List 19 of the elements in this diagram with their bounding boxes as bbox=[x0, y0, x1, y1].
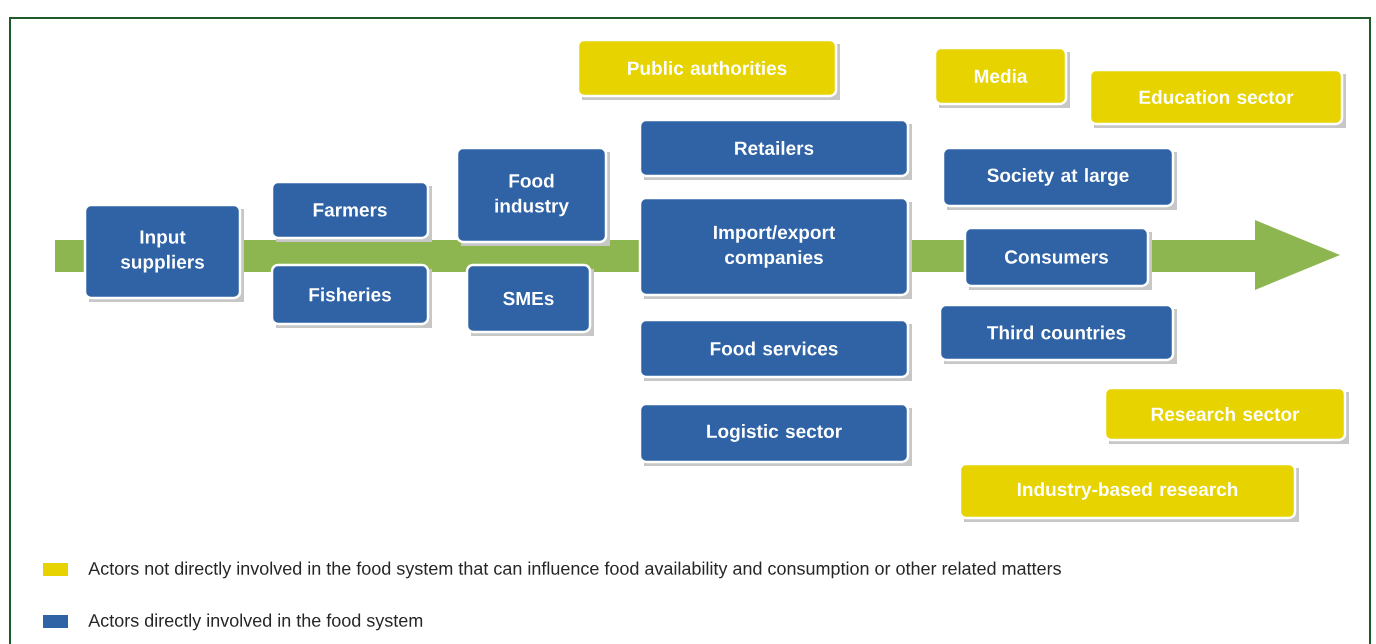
actor-box: Research sector bbox=[1103, 386, 1349, 444]
actor-box: Logistic sector bbox=[638, 402, 912, 466]
actor-box: Society at large bbox=[941, 146, 1177, 210]
actor-box: Import/export companies bbox=[638, 196, 912, 299]
legend-text: Actors not directly involved in the food system that can influence food availability and consumption or other related matters bbox=[88, 561, 1061, 579]
actor-box: SMEs bbox=[465, 263, 594, 336]
actor-box: Third countries bbox=[938, 303, 1177, 364]
actor-box: Input suppliers bbox=[83, 203, 244, 302]
actor-box: Media bbox=[933, 46, 1070, 108]
actor-box: Public authorities bbox=[576, 38, 840, 100]
actor-box: Food services bbox=[638, 318, 912, 381]
actor-box: Food industry bbox=[455, 146, 610, 246]
actor-box: Industry-based research bbox=[958, 462, 1299, 522]
actor-box: Fisheries bbox=[270, 263, 432, 328]
actor-box: Education sector bbox=[1088, 68, 1346, 128]
legend-text: Actors directly involved in the food system bbox=[88, 613, 423, 631]
actor-box: Retailers bbox=[638, 118, 912, 180]
actor-box: Farmers bbox=[270, 180, 432, 242]
actor-box: Consumers bbox=[963, 226, 1152, 290]
